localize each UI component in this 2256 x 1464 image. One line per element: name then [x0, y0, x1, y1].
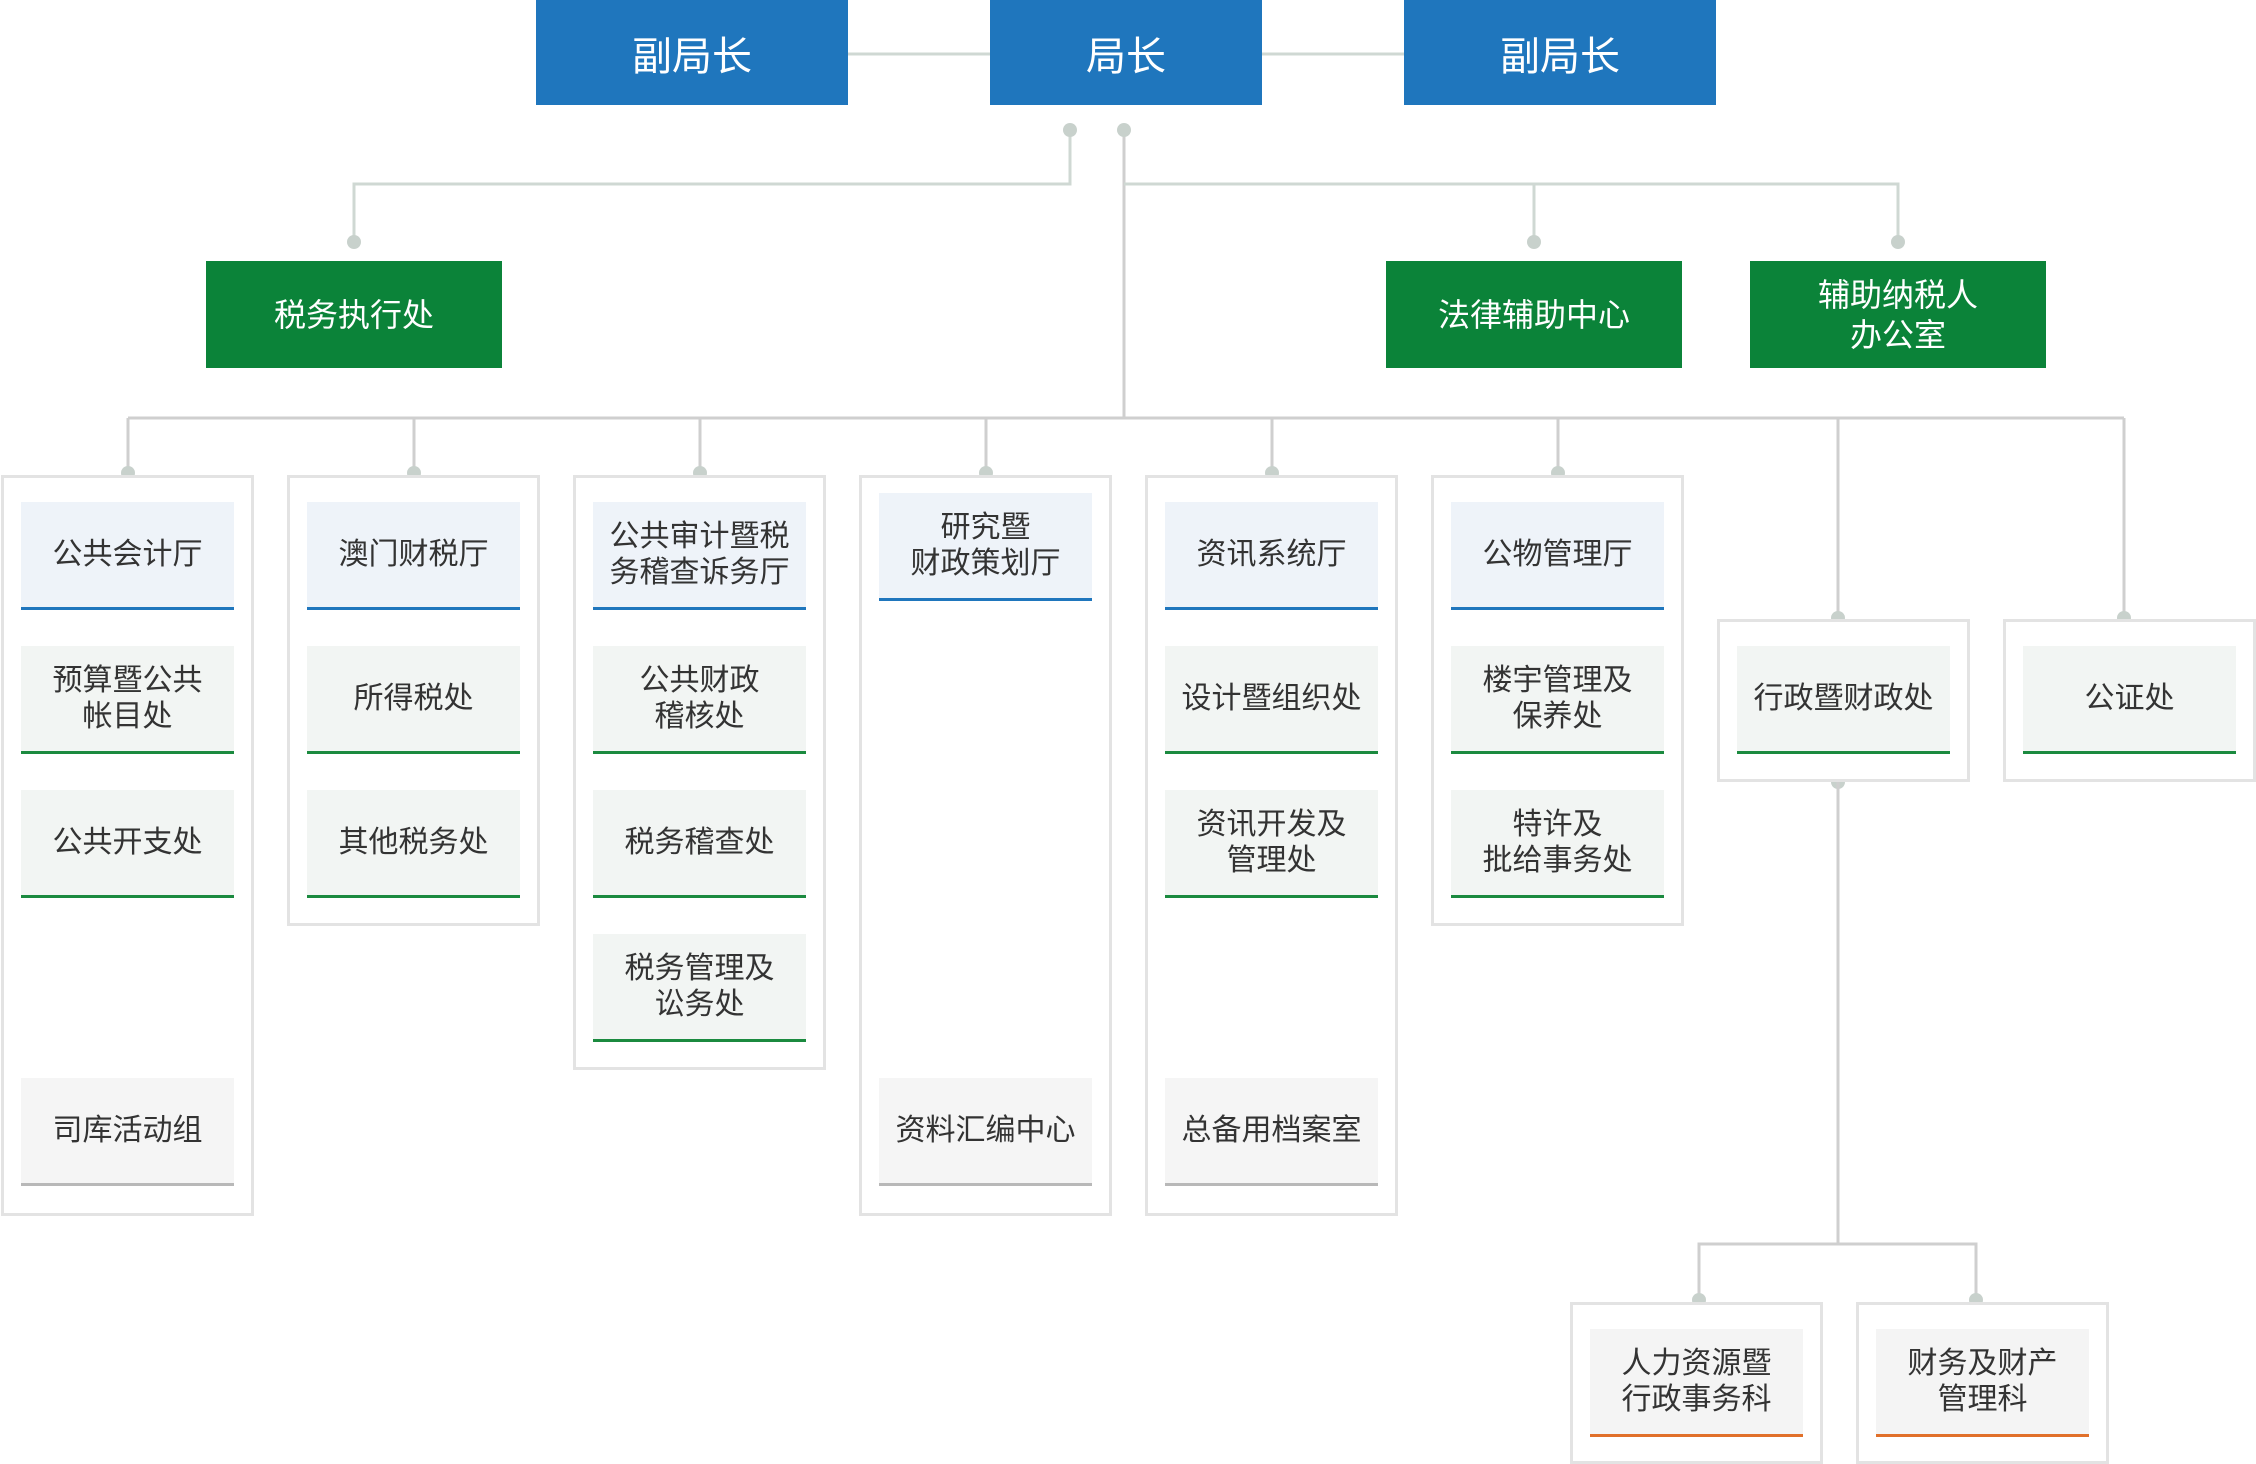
unit-income-tax-division[interactable]: 所得税处	[307, 646, 520, 754]
connector-sections	[1697, 782, 1840, 1300]
section-finance-property[interactable]: 财务及财产 管理科	[1876, 1329, 2089, 1437]
unit-audit-inspection-litigation-dept[interactable]: 公共审计暨税 务稽查诉务厅	[593, 502, 806, 610]
unit-public-finance-audit-division[interactable]: 公共财政 稽核处	[593, 646, 806, 754]
connector-dot	[1527, 235, 1541, 249]
unit-other-taxes-division[interactable]: 其他税务处	[307, 790, 520, 898]
connector-dot	[1063, 123, 1077, 137]
unit-administration-finance-division[interactable]: 行政暨财政处	[1737, 646, 1950, 754]
connector-dot	[1891, 235, 1905, 249]
deputy-director-left-box[interactable]: 副局长	[536, 0, 848, 105]
unit-research-financial-planning-dept[interactable]: 研究暨 财政策划厅	[879, 493, 1092, 601]
unit-tax-management-litigation-division[interactable]: 税务管理及 讼务处	[593, 934, 806, 1042]
connector-dot	[1117, 123, 1131, 137]
unit-public-expenditure-division[interactable]: 公共开支处	[21, 790, 234, 898]
unit-data-compilation-center[interactable]: 资料汇编中心	[879, 1078, 1092, 1186]
taxpayer-support-office-box[interactable]: 辅助纳税人 办公室	[1750, 261, 2046, 368]
connector-support-branch	[1124, 182, 1900, 242]
tax-enforcement-box[interactable]: 税务执行处	[206, 261, 502, 368]
unit-information-systems-dept[interactable]: 资讯系统厅	[1165, 502, 1378, 610]
unit-public-property-dept[interactable]: 公物管理厅	[1451, 502, 1664, 610]
director-box[interactable]: 局长	[990, 0, 1262, 105]
legal-support-center-box[interactable]: 法律辅助中心	[1386, 261, 1682, 368]
connector-tax-enforcement	[352, 130, 1072, 242]
unit-design-organization-division[interactable]: 设计暨组织处	[1165, 646, 1378, 754]
unit-budget-public-accounts-division[interactable]: 预算暨公共 帐目处	[21, 646, 234, 754]
section-hr-admin[interactable]: 人力资源暨 行政事务科	[1590, 1329, 1803, 1437]
unit-it-development-management-division[interactable]: 资讯开发及 管理处	[1165, 790, 1378, 898]
unit-building-maintenance-division[interactable]: 楼宇管理及 保养处	[1451, 646, 1664, 754]
unit-concessions-division[interactable]: 特许及 批给事务处	[1451, 790, 1664, 898]
unit-notary-division[interactable]: 公证处	[2023, 646, 2236, 754]
unit-general-archive-room[interactable]: 总备用档案室	[1165, 1078, 1378, 1186]
unit-tax-inspection-division[interactable]: 税务稽查处	[593, 790, 806, 898]
connector-dot	[347, 235, 361, 249]
deputy-director-right-box[interactable]: 副局长	[1404, 0, 1716, 105]
unit-treasury-activities-group[interactable]: 司库活动组	[21, 1078, 234, 1186]
unit-macao-tax-dept[interactable]: 澳门财税厅	[307, 502, 520, 610]
connector-sections	[1838, 1242, 1978, 1300]
unit-public-accounting-dept[interactable]: 公共会计厅	[21, 502, 234, 610]
